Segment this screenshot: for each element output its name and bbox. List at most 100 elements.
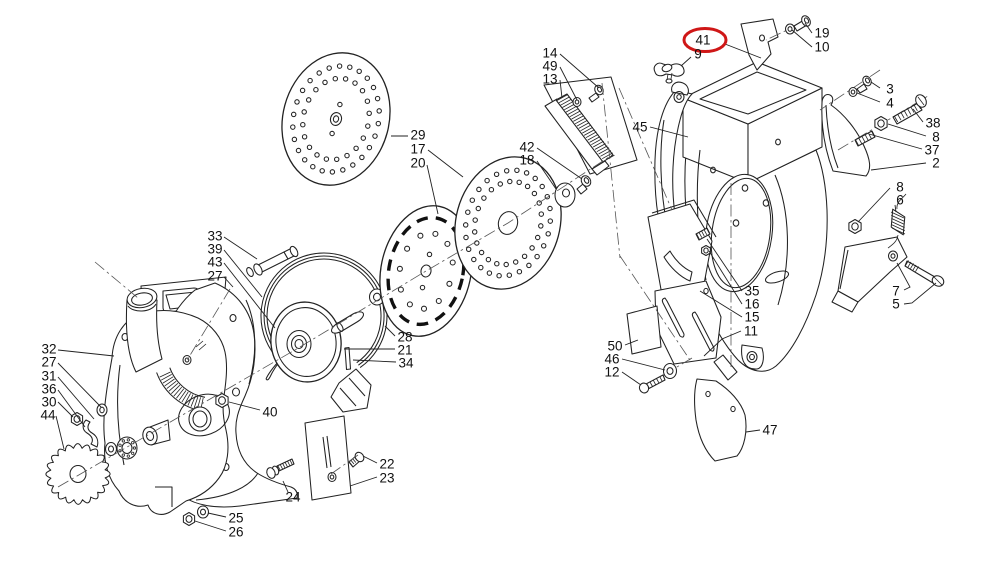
- pivot-ear: [741, 344, 764, 370]
- filler-tube: [125, 287, 163, 373]
- part-label-45: 45: [632, 120, 689, 138]
- bolt-24: [266, 458, 295, 479]
- spring-6: [887, 193, 907, 249]
- nut-16: [701, 244, 711, 257]
- svg-text:43: 43: [207, 255, 222, 270]
- washer-49: [572, 96, 582, 108]
- svg-text:4: 4: [886, 96, 894, 111]
- svg-text:27: 27: [41, 355, 56, 370]
- brush-assembly: [543, 76, 638, 176]
- part-label-27: 27: [41, 355, 102, 408]
- part-label-21: 21: [344, 343, 413, 358]
- stud-35: [695, 227, 711, 241]
- part-label-29: 29: [391, 128, 426, 143]
- seed-discs: [281, 52, 592, 337]
- svg-text:21: 21: [397, 343, 412, 358]
- part-label-33: 33: [207, 229, 258, 260]
- part-label-38: 38: [912, 108, 941, 131]
- svg-text:27: 27: [207, 269, 222, 284]
- part-label-30: 30: [41, 395, 74, 418]
- part-label-24: 24: [282, 480, 301, 505]
- washer-ring: [104, 441, 118, 457]
- part-label-20: 20: [410, 156, 439, 215]
- part-label-32: 32: [41, 342, 115, 357]
- stud-37: [854, 130, 876, 147]
- svg-text:50: 50: [607, 339, 622, 354]
- ring-27: [182, 354, 192, 366]
- svg-text:9: 9: [694, 47, 702, 62]
- screw-3: [856, 75, 872, 94]
- part-label-17: 17: [410, 142, 464, 178]
- svg-text:20: 20: [410, 156, 425, 171]
- part-label-41: 41: [682, 27, 762, 59]
- part-label-37: 37: [868, 133, 940, 158]
- svg-text:28: 28: [397, 330, 412, 345]
- part-label-28: 28: [384, 325, 413, 345]
- left-gearbox-assembly: [45, 245, 388, 527]
- part-label-16: 16: [708, 250, 760, 312]
- svg-text:14: 14: [542, 46, 558, 61]
- svg-text:44: 44: [40, 408, 56, 423]
- washer-4: [848, 86, 858, 98]
- part-label-27: 27: [207, 269, 234, 288]
- fasteners: [638, 15, 945, 394]
- part-label-2: 2: [870, 156, 940, 171]
- svg-text:26: 26: [228, 525, 243, 540]
- svg-text:31: 31: [41, 369, 56, 384]
- part-label-10: 10: [791, 29, 830, 55]
- part-label-8: 8: [887, 123, 940, 145]
- part-label-12: 12: [604, 365, 642, 386]
- part-label-15: 15: [699, 290, 760, 325]
- svg-text:37: 37: [924, 143, 939, 158]
- svg-text:41: 41: [695, 33, 710, 48]
- sprocket-44: [45, 443, 111, 505]
- svg-text:47: 47: [762, 423, 777, 438]
- svg-text:30: 30: [41, 395, 56, 410]
- brush-strip: [555, 93, 614, 163]
- svg-text:49: 49: [542, 59, 557, 74]
- part-label-25: 25: [207, 511, 244, 526]
- svg-text:42: 42: [519, 140, 534, 155]
- plate-47: [694, 378, 747, 462]
- part-label-6: 6: [894, 193, 904, 213]
- seed-disc-20: [379, 205, 473, 337]
- axle-shaft: [331, 311, 364, 334]
- bearing-boss: [178, 393, 230, 437]
- part-label-5: 5: [892, 282, 937, 312]
- plate-2: [821, 94, 871, 177]
- svg-text:2: 2: [932, 156, 940, 171]
- bolt-5: [904, 260, 945, 287]
- plate-50: [626, 305, 662, 355]
- seed-disc-29: [281, 52, 391, 186]
- svg-text:23: 23: [379, 471, 394, 486]
- plate-23: [304, 415, 352, 501]
- svg-text:13: 13: [542, 72, 557, 87]
- screw-42: [576, 175, 592, 195]
- bolt-12: [638, 374, 666, 394]
- part-label-9: 9: [680, 47, 702, 67]
- meter-housing-assembly: [626, 18, 908, 462]
- bolt-38: [892, 94, 927, 125]
- svg-text:3: 3: [886, 82, 894, 97]
- washer-31: [96, 403, 108, 417]
- svg-text:12: 12: [604, 365, 619, 380]
- part-label-35: 35: [706, 238, 760, 299]
- part-label-43: 43: [207, 255, 276, 329]
- hopper-box-top: [682, 61, 823, 125]
- part-label-50: 50: [607, 339, 639, 354]
- key-pin: [344, 346, 352, 371]
- part-label-42: 42: [519, 140, 583, 180]
- part-label-39: 39: [207, 242, 263, 298]
- svg-text:45: 45: [632, 120, 647, 135]
- screw-14: [588, 84, 604, 103]
- washer-25: [196, 505, 210, 519]
- washer-10: [784, 23, 796, 35]
- svg-text:8: 8: [896, 180, 904, 195]
- part-label-3: 3: [870, 82, 894, 97]
- bolt-22: [348, 451, 365, 468]
- nut-30: [70, 411, 84, 427]
- svg-text:38: 38: [925, 116, 940, 131]
- wing-lever-9: [653, 62, 685, 84]
- nut-40: [215, 392, 229, 409]
